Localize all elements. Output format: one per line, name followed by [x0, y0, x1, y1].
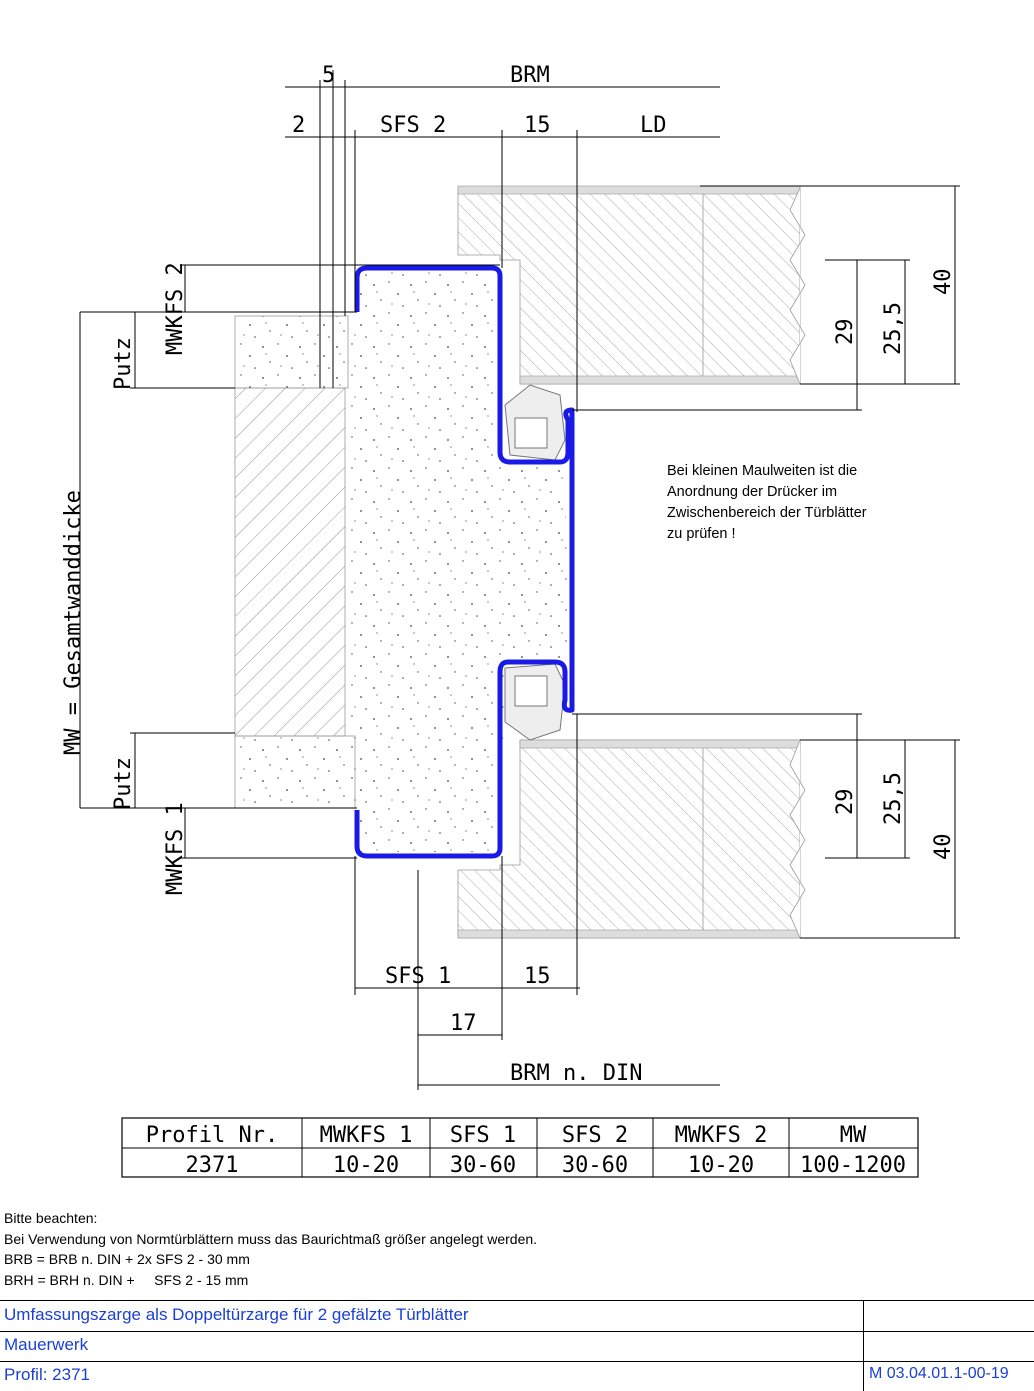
steel-frame-profile: [354, 265, 575, 859]
wall-type: Mauerwerk: [4, 1335, 89, 1354]
dim-29-top: 29: [833, 319, 858, 346]
dim-25-5-bottom: 25,5: [881, 772, 906, 825]
dim-sfs2: SFS 2: [380, 113, 446, 138]
table-cell-sfs2: 30-60: [562, 1153, 628, 1178]
table-header-profil: Profil Nr.: [146, 1123, 278, 1148]
seal-bottom: [504, 663, 566, 741]
note-line: Bei Verwendung von Normtürblättern muss …: [4, 1230, 538, 1247]
dim-29-bottom: 29: [833, 789, 858, 816]
dim-brm: BRM: [510, 63, 550, 88]
remark-line: Anordnung der Drücker im: [667, 484, 838, 500]
dim-mwkfs2: MWKFS 2: [163, 262, 188, 355]
handle-remark: Bei kleinen Maulweiten ist die Anordnung…: [667, 461, 867, 545]
dim-putz-bottom: Putz: [111, 757, 136, 810]
dim-mwkfs1: MWKFS 1: [163, 802, 188, 895]
frame-fill: [345, 272, 568, 852]
remark-line: zu prüfen !: [667, 526, 736, 542]
table-cell-mwkfs1: 10-20: [333, 1153, 399, 1178]
table-cell-sfs1: 30-60: [450, 1153, 516, 1178]
dim-ld: LD: [640, 113, 667, 138]
dim-sfs1: SFS 1: [385, 964, 451, 989]
note-line: BRH = BRH n. DIN + SFS 2 - 15 mm: [4, 1271, 249, 1288]
table-header-sfs2: SFS 2: [562, 1123, 628, 1148]
seal-top: [504, 384, 566, 461]
table-cell-mw: 100-1200: [800, 1153, 906, 1178]
dim-17: 17: [450, 1011, 477, 1036]
dim-40-top: 40: [931, 269, 956, 296]
title-block: Umfassungszarge als Doppeltürzarge für 2…: [0, 1300, 1034, 1391]
table-header-mw: MW: [840, 1123, 867, 1148]
dim-brm-din: BRM n. DIN: [510, 1061, 642, 1086]
title-row-2: Mauerwerk: [0, 1331, 1034, 1360]
masonry-wall: [234, 387, 346, 737]
dim-putz-top: Putz: [111, 337, 136, 390]
table-header-sfs1: SFS 1: [450, 1123, 516, 1148]
dim-15-bottom: 15: [524, 964, 551, 989]
drawing-number: M 03.04.01.1-00-19: [869, 1365, 1009, 1382]
remark-line: Bei kleinen Maulweiten ist die: [667, 463, 858, 479]
title-row-3: Profil: 2371 M 03.04.01.1-00-19: [0, 1361, 1034, 1390]
title-line: [0, 1361, 1034, 1362]
title-row-1: Umfassungszarge als Doppeltürzarge für 2…: [0, 1301, 1034, 1330]
title-block-divider: [863, 1301, 864, 1391]
table-header-mwkfs1: MWKFS 1: [320, 1123, 413, 1148]
title-line: [0, 1331, 1034, 1332]
table-cell-profil: 2371: [186, 1153, 239, 1178]
profile-number: Profil: 2371: [4, 1365, 90, 1384]
dim-25-5-top: 25,5: [881, 302, 906, 355]
frame-section-drawing: 5 BRM 2 SFS 2 15 LD 40 29 25,5 29 25,5 4…: [61, 63, 960, 1178]
plaster-top: [234, 315, 349, 389]
profile-table: Profil Nr. MWKFS 1 SFS 1 SFS 2 MWKFS 2 M…: [121, 1117, 919, 1178]
door-leaf-bottom: [457, 739, 806, 939]
dimension-texts: 5 BRM 2 SFS 2 15 LD 40 29 25,5 29 25,5 4…: [61, 63, 956, 1086]
table-cell-mwkfs2: 10-20: [688, 1153, 754, 1178]
dim-2: 2: [292, 113, 305, 138]
table-header-mwkfs2: MWKFS 2: [675, 1123, 768, 1148]
plaster-bottom: [234, 735, 356, 809]
note-line: BRB = BRB n. DIN + 2x SFS 2 - 30 mm: [4, 1251, 250, 1267]
dim-5: 5: [322, 63, 335, 88]
remark-line: Zwischenbereich der Türblätter: [667, 505, 867, 521]
note-line: Bitte beachten:: [4, 1210, 98, 1226]
dim-15-top: 15: [524, 113, 551, 138]
drawing-title: Umfassungszarge als Doppeltürzarge für 2…: [4, 1305, 469, 1324]
door-leaf-top: [457, 185, 806, 385]
notes: Bitte beachten: Bei Verwendung von Normt…: [4, 1208, 537, 1290]
dim-mw: MW = Gesamtwanddicke: [61, 490, 86, 755]
dim-40-bottom: 40: [931, 834, 956, 861]
dimension-lines: [79, 70, 960, 1090]
